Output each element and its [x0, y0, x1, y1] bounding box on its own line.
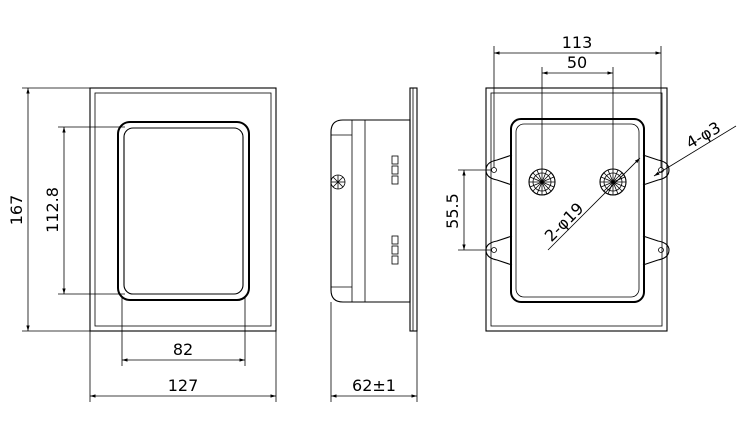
- dim-front-width-text: 127: [168, 376, 199, 395]
- dim-back-vertical-spacing: 55.5: [443, 169, 492, 251]
- mount-hole-icon: [491, 167, 497, 173]
- dim-front-width: 127: [89, 331, 277, 402]
- back-knob-left-icon: [528, 168, 556, 196]
- leader-mount-holes: 4-φ3: [653, 118, 737, 177]
- side-body: [330, 119, 411, 303]
- dim-back-knob-spacing: 50: [541, 53, 614, 169]
- front-inner-frame: [94, 92, 272, 327]
- mount-hole-icon: [491, 247, 497, 253]
- dim-front-inner-height-text: 112.8: [43, 187, 62, 233]
- back-inner-frame: [490, 92, 663, 327]
- label-mount-holes: 4-φ3: [683, 118, 724, 153]
- dim-side-depth-text: 62±1: [352, 376, 396, 395]
- dim-front-height: 167: [7, 87, 90, 332]
- side-view: 62±1: [330, 87, 418, 402]
- side-tabs: [391, 155, 399, 265]
- dim-front-inner-width-text: 82: [173, 340, 193, 359]
- dim-back-vertical-spacing-text: 55.5: [443, 193, 462, 229]
- front-window-outer: [117, 121, 250, 301]
- back-body-inner: [515, 123, 640, 298]
- dim-back-hole-span-text: 113: [562, 33, 593, 52]
- side-knob-icon: [330, 174, 346, 190]
- back-outer-frame: [485, 87, 668, 332]
- dim-front-inner-width: 82: [121, 296, 246, 366]
- dim-front-height-text: 167: [7, 195, 26, 226]
- dim-back-knob-spacing-text: 50: [567, 53, 587, 72]
- dim-side-depth: 62±1: [330, 302, 418, 402]
- back-body-outer: [510, 118, 645, 303]
- label-knob-holes: 2-φ19: [541, 199, 588, 246]
- mount-hole-icon: [658, 247, 664, 253]
- leader-knob-holes: 2-φ19: [541, 157, 641, 251]
- dim-front-inner-height: 112.8: [43, 126, 125, 295]
- back-view: 113 50 55.5 2-φ19 4-φ3: [443, 33, 737, 332]
- front-outer-frame: [89, 87, 277, 332]
- back-knob-right-icon: [599, 168, 627, 196]
- front-window-inner: [123, 127, 244, 295]
- front-view: 167 112.8 82 127: [7, 87, 277, 402]
- dim-back-hole-span: 113: [493, 33, 662, 168]
- side-mount-plate: [409, 87, 418, 332]
